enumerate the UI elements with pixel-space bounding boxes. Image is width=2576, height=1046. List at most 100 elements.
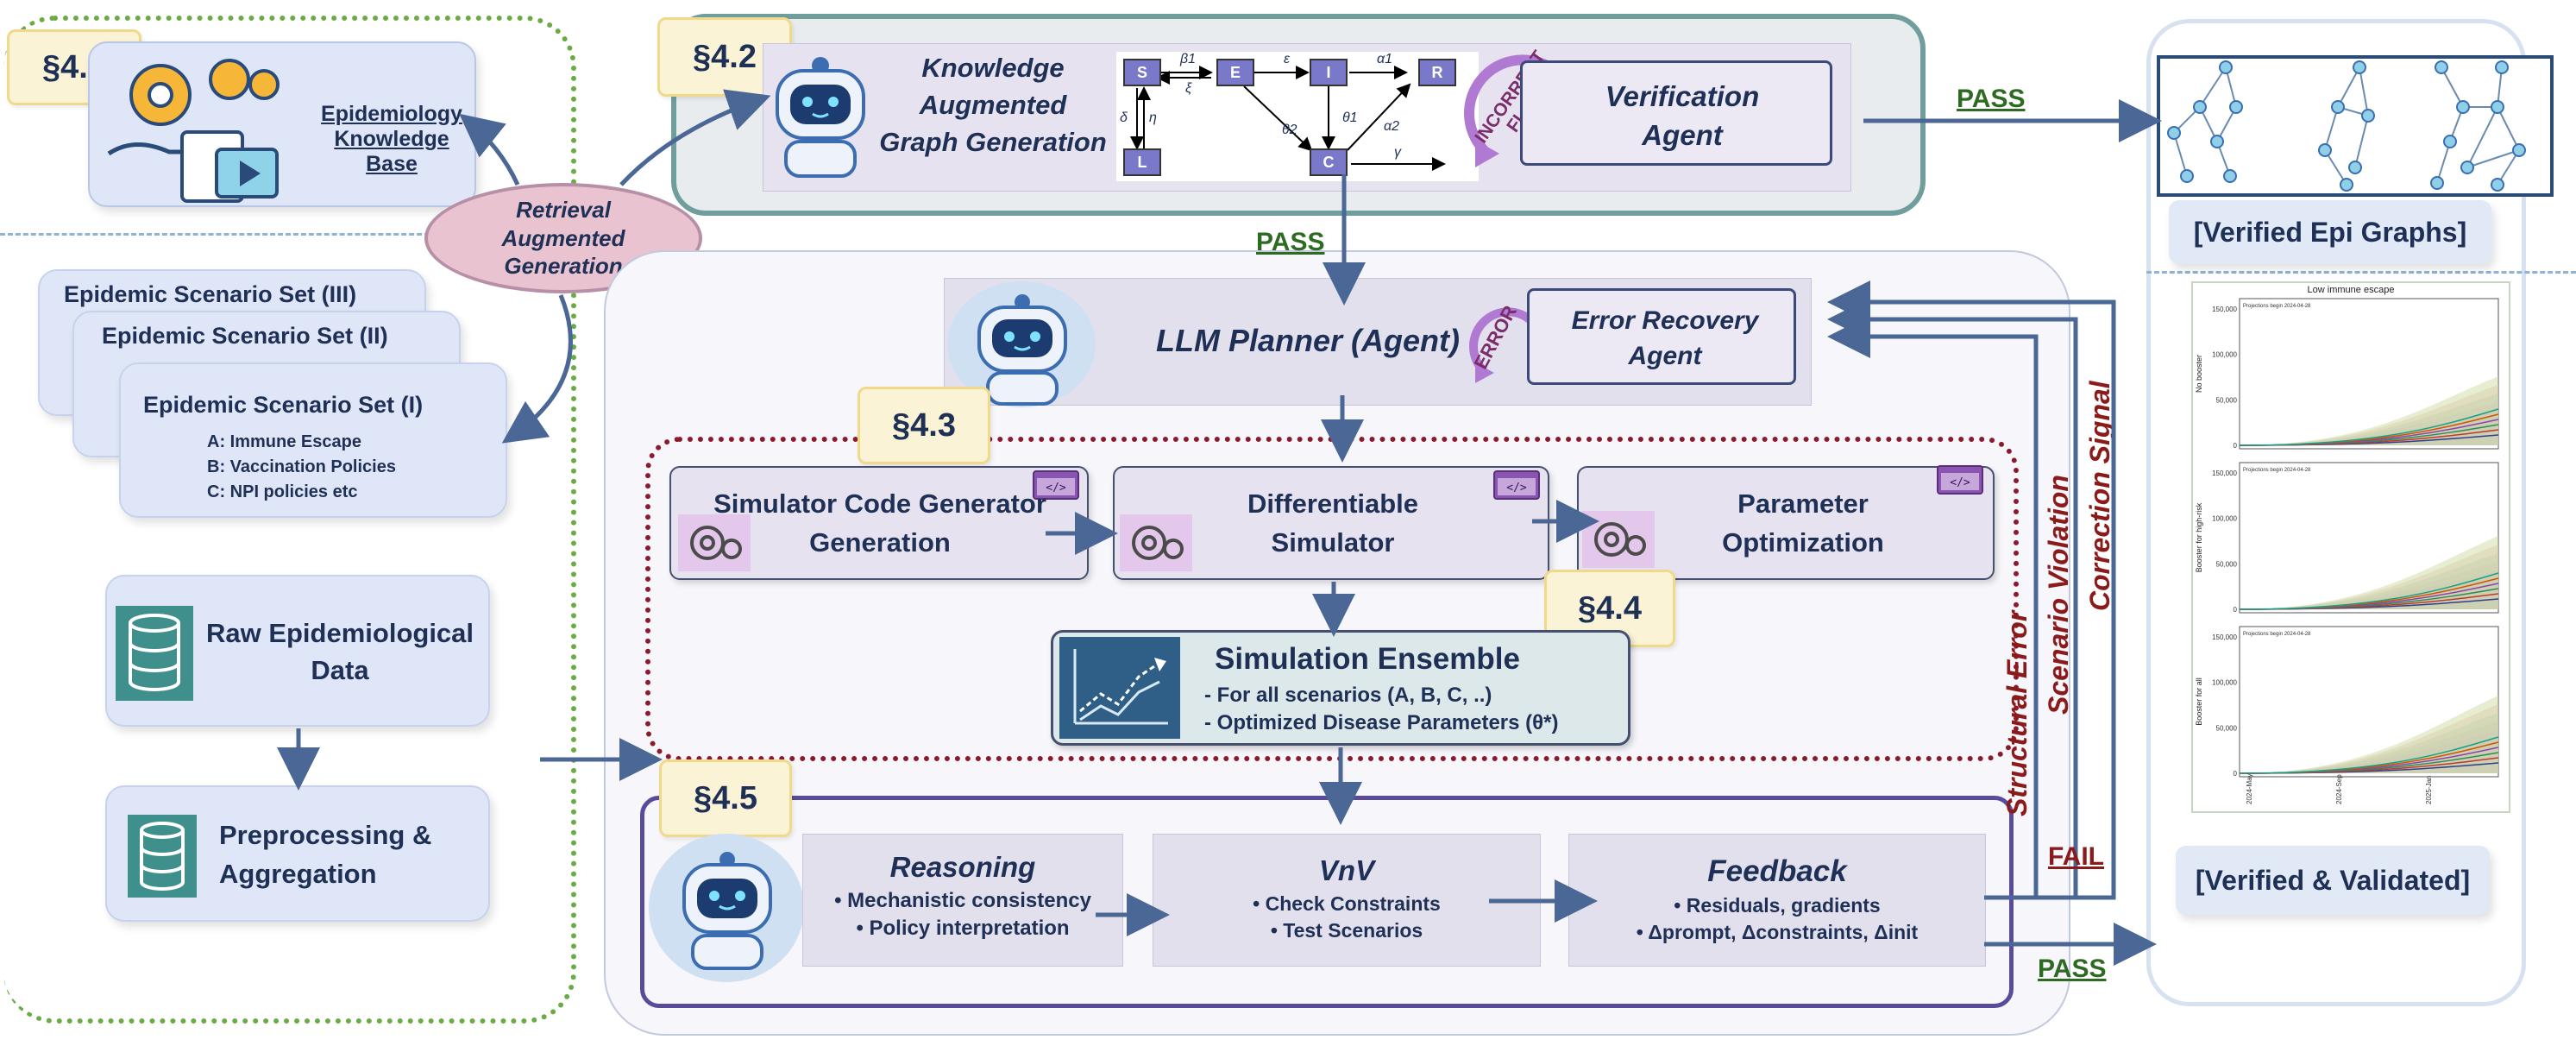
ensemble-chart-icon xyxy=(1059,637,1180,739)
knowledge-base-icon xyxy=(107,59,280,203)
raw-data-line2: Data xyxy=(311,655,369,686)
database-icon-2 xyxy=(128,815,197,898)
chart-ytick-label: 0 xyxy=(2234,442,2238,450)
chart-series-line xyxy=(2239,572,2499,610)
verified-graphs-label: [Verified Epi Graphs] xyxy=(2193,216,2467,248)
label-theta2: θ2 xyxy=(1282,123,1297,137)
verification-agent-line1: Verification xyxy=(1605,80,1760,112)
raw-data-card: Raw Epidemiological Data xyxy=(105,575,490,727)
chart-uncertainty-band xyxy=(2240,385,2498,445)
chart-xtick-label: 2024-Sep xyxy=(2335,774,2343,804)
chart-annotation: Projections begin 2024-04-28 xyxy=(2243,632,2311,637)
chart-ytick-label: 50,000 xyxy=(2216,560,2238,568)
svg-text:</>: </> xyxy=(1046,482,1066,495)
feedback-title: Feedback xyxy=(1707,854,1847,888)
scenario-set-3-title: Epidemic Scenario Set (III) xyxy=(64,281,357,307)
rag-line2: Augmented xyxy=(501,224,625,251)
param-opt-line1: Parameter xyxy=(1737,488,1869,519)
feedback-bullet-2: • Δprompt, Δconstraints, Δinit xyxy=(1636,921,1919,943)
verification-agent-box xyxy=(1520,60,1832,166)
verified-validated-label-box: [Verified & Validated] xyxy=(2176,846,2490,915)
verified-validated-label: [Verified & Validated] xyxy=(2195,864,2471,896)
chart-series-line xyxy=(2239,736,2499,774)
ensemble-bullet-2: - Optimized Disease Parameters (θ*) xyxy=(1204,711,1559,734)
chart-uncertainty-band xyxy=(2240,696,2498,773)
kag-line2: Augmented xyxy=(919,89,1067,120)
code-icon: </> xyxy=(1033,470,1079,500)
vnv-box xyxy=(1153,834,1541,967)
gear-icon xyxy=(678,514,751,571)
scenario-item-a: A: Immune Escape xyxy=(207,432,361,451)
graph-node-S: S xyxy=(1123,59,1161,86)
code-icon: </> xyxy=(1493,470,1540,500)
chart-uncertainty-band xyxy=(2240,713,2498,773)
error-recovery-box xyxy=(1527,288,1796,385)
sim-code-gen-line1: Simulator Code Generator xyxy=(713,488,1046,519)
chart-ytick-label: 150,000 xyxy=(2212,306,2237,313)
chart-annotation: Projections begin 2024-04-28 xyxy=(2243,468,2311,473)
feedback-box xyxy=(1568,834,1986,967)
rag-line3: Generation xyxy=(504,253,623,280)
right-divider xyxy=(2146,271,2576,274)
chart-ytick-label: 150,000 xyxy=(2212,633,2237,641)
preprocessing-line1: Preprocessing & xyxy=(219,820,432,850)
chart-ytick-label: 0 xyxy=(2234,606,2238,614)
error-recovery-line2: Agent xyxy=(1628,341,1702,370)
sim-code-gen-line2: Generation xyxy=(809,526,951,558)
chart-ytick-label: 100,000 xyxy=(2212,515,2237,523)
planner-robot-icon xyxy=(977,294,1067,406)
left-divider xyxy=(0,233,576,236)
chart-uncertainty-band xyxy=(2240,704,2498,773)
verification-agent-line2: Agent xyxy=(1642,118,1723,151)
section-tag-4-3: §4.3 xyxy=(858,387,990,464)
label-gamma: γ xyxy=(1394,145,1401,160)
reasoning-robot-icon xyxy=(682,852,772,970)
chart-ytick-label: 50,000 xyxy=(2216,396,2238,404)
compartment-graph-edges xyxy=(1130,66,1446,171)
chart-ytick-label: 50,000 xyxy=(2216,724,2238,732)
feedback-bullet-1: • Residuals, gradients xyxy=(1674,894,1881,917)
label-alpha1: α1 xyxy=(1377,52,1393,66)
fail-label: FAIL xyxy=(2048,842,2104,871)
vnv-title: VnV xyxy=(1318,854,1375,886)
chart-panel-frame xyxy=(2239,298,2499,450)
chart-panel-frame xyxy=(2239,462,2499,614)
chart-uncertainty-band xyxy=(2240,376,2498,445)
ensemble-title: Simulation Ensemble xyxy=(1215,642,1520,676)
raw-data-line1: Raw Epidemiological xyxy=(205,618,474,648)
preprocessing-line2: Aggregation xyxy=(219,858,377,889)
robot-icon xyxy=(776,57,865,178)
kag-line1: Knowledge xyxy=(921,53,1065,83)
scenario-set-1: Epidemic Scenario Set (I) A: Immune Esca… xyxy=(119,362,507,518)
label-beta1: β1 xyxy=(1180,52,1197,66)
graph-node-E: E xyxy=(1216,59,1254,86)
chart-panel-ylabel: Booster for all xyxy=(2195,677,2203,726)
chart-uncertainty-band xyxy=(2240,570,2498,609)
label-alpha2: α2 xyxy=(1384,119,1400,134)
section-tag-4-5: §4.5 xyxy=(659,759,792,837)
svg-text:</>: </> xyxy=(1506,482,1527,495)
chart-xtick-label: 2025-Jan xyxy=(2425,776,2433,804)
chart-uncertainty-band xyxy=(2240,553,2498,609)
vnv-bullet-2: • Test Scenarios xyxy=(1270,919,1423,942)
diff-sim-line1: Differentiable xyxy=(1247,488,1419,519)
chart-ytick-label: 150,000 xyxy=(2212,469,2237,477)
ensemble-bullet-1: - For all scenarios (A, B, C, ..) xyxy=(1204,684,1492,707)
projection-chart-title: Low immune escape xyxy=(2307,285,2395,295)
param-opt-line2: Optimization xyxy=(1722,526,1884,558)
label-theta1: θ1 xyxy=(1342,110,1358,125)
label-xi: ξ xyxy=(1185,81,1192,96)
structural-error-label: Structural Error xyxy=(2001,610,2033,816)
rag-line1: Retrieval xyxy=(516,197,611,224)
reasoning-box xyxy=(802,834,1123,967)
label-eta: η xyxy=(1149,110,1157,125)
svg-text:</>: </> xyxy=(1950,476,1970,489)
planner-label: LLM Planner (Agent) xyxy=(1156,323,1460,358)
graph-node-R: R xyxy=(1418,59,1456,86)
left-panel-border xyxy=(3,16,576,1024)
pass-label-mid: PASS xyxy=(1256,228,1325,256)
scenario-item-b: B: Vaccination Policies xyxy=(207,457,396,476)
gear-icon xyxy=(1582,511,1655,568)
chart-panel-ylabel: Booster for high-risk xyxy=(2195,502,2203,572)
